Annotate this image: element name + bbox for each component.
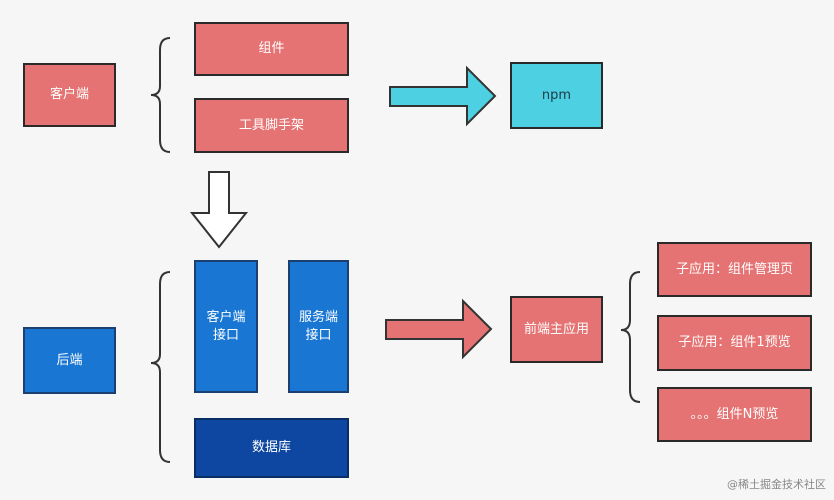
frontend-main-node: 前端主应用 <box>510 296 603 363</box>
npm-node: npm <box>510 62 603 129</box>
component-node: 组件 <box>194 22 349 76</box>
client-node: 客户端 <box>23 63 116 127</box>
arrow-to-npm <box>389 65 497 127</box>
brace-client <box>150 37 171 153</box>
brace-subapps <box>620 271 641 403</box>
sub-app-mgmt-node: 子应用：组件管理页 <box>657 242 812 297</box>
backend-node: 后端 <box>23 327 116 394</box>
server-api-node: 服务端 接口 <box>288 260 349 393</box>
database-node: 数据库 <box>194 418 349 478</box>
toolkit-node: 工具脚手架 <box>194 98 349 153</box>
sub-app-previewN-node: 。。。组件N预览 <box>657 387 812 442</box>
arrow-down <box>189 171 249 249</box>
client-api-node: 客户端 接口 <box>194 260 258 393</box>
watermark: @稀土掘金技术社区 <box>727 478 826 491</box>
arrow-to-frontend-main <box>385 298 493 360</box>
brace-backend <box>150 271 171 463</box>
sub-app-preview1-node: 子应用：组件1预览 <box>657 315 812 371</box>
